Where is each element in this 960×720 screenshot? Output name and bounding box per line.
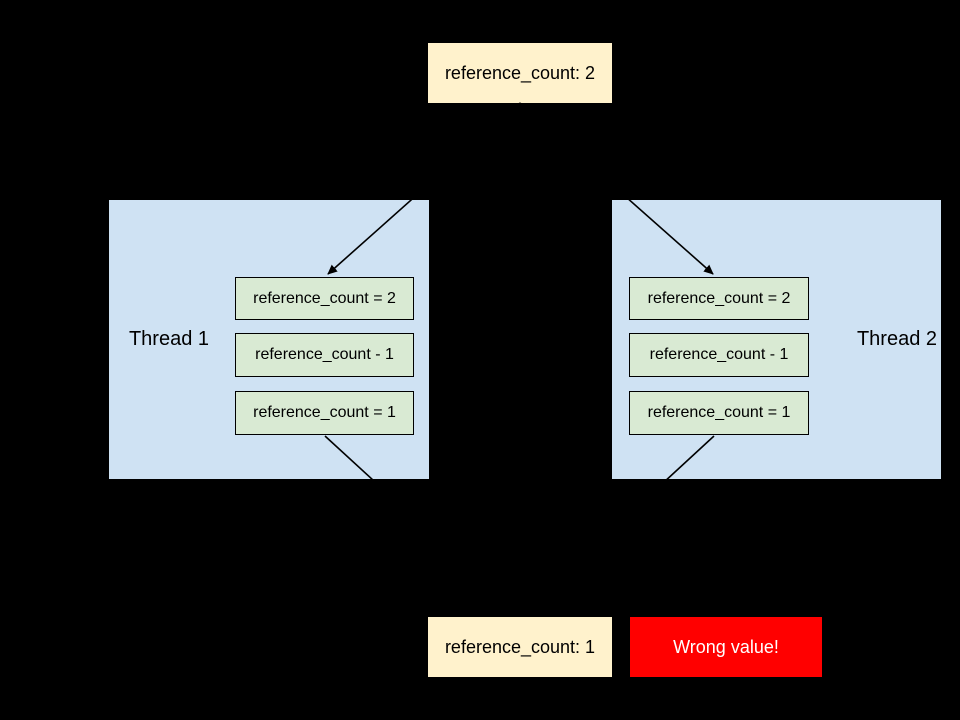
initial-refcount-box: reference_count: 2 bbox=[428, 43, 612, 103]
thread1-box: Thread 1 reference_count = 2 reference_c… bbox=[109, 200, 429, 479]
final-refcount-label: reference_count: 1 bbox=[444, 636, 596, 657]
thread2-step-read-label: reference_count = 2 bbox=[647, 289, 791, 307]
thread2-label: Thread 2 bbox=[856, 328, 938, 350]
thread1-step-read: reference_count = 2 bbox=[235, 277, 414, 320]
thread2-step-decrement: reference_count - 1 bbox=[629, 333, 809, 377]
thread1-step-decrement: reference_count - 1 bbox=[235, 333, 414, 377]
thread1-step-write: reference_count = 1 bbox=[235, 391, 414, 435]
thread1-label: Thread 1 bbox=[128, 328, 210, 350]
thread2-step-read: reference_count = 2 bbox=[629, 277, 809, 320]
thread1-step-decrement-label: reference_count - 1 bbox=[255, 346, 394, 363]
final-refcount-box: reference_count: 1 bbox=[428, 617, 612, 677]
wrong-value-box: Wrong value! bbox=[630, 617, 822, 677]
thread2-box: Thread 2 reference_count = 2 reference_c… bbox=[612, 200, 941, 479]
thread2-step-write: reference_count = 1 bbox=[629, 391, 809, 435]
thread2-step-decrement-label: reference_count - 1 bbox=[649, 346, 789, 363]
wrong-value-label: Wrong value! bbox=[673, 636, 779, 657]
initial-refcount-label: reference_count: 2 bbox=[444, 62, 596, 83]
thread2-step-write-label: reference_count = 1 bbox=[647, 404, 791, 421]
thread1-step-write-label: reference_count = 1 bbox=[253, 404, 396, 421]
thread1-step-read-label: reference_count = 2 bbox=[253, 289, 396, 307]
